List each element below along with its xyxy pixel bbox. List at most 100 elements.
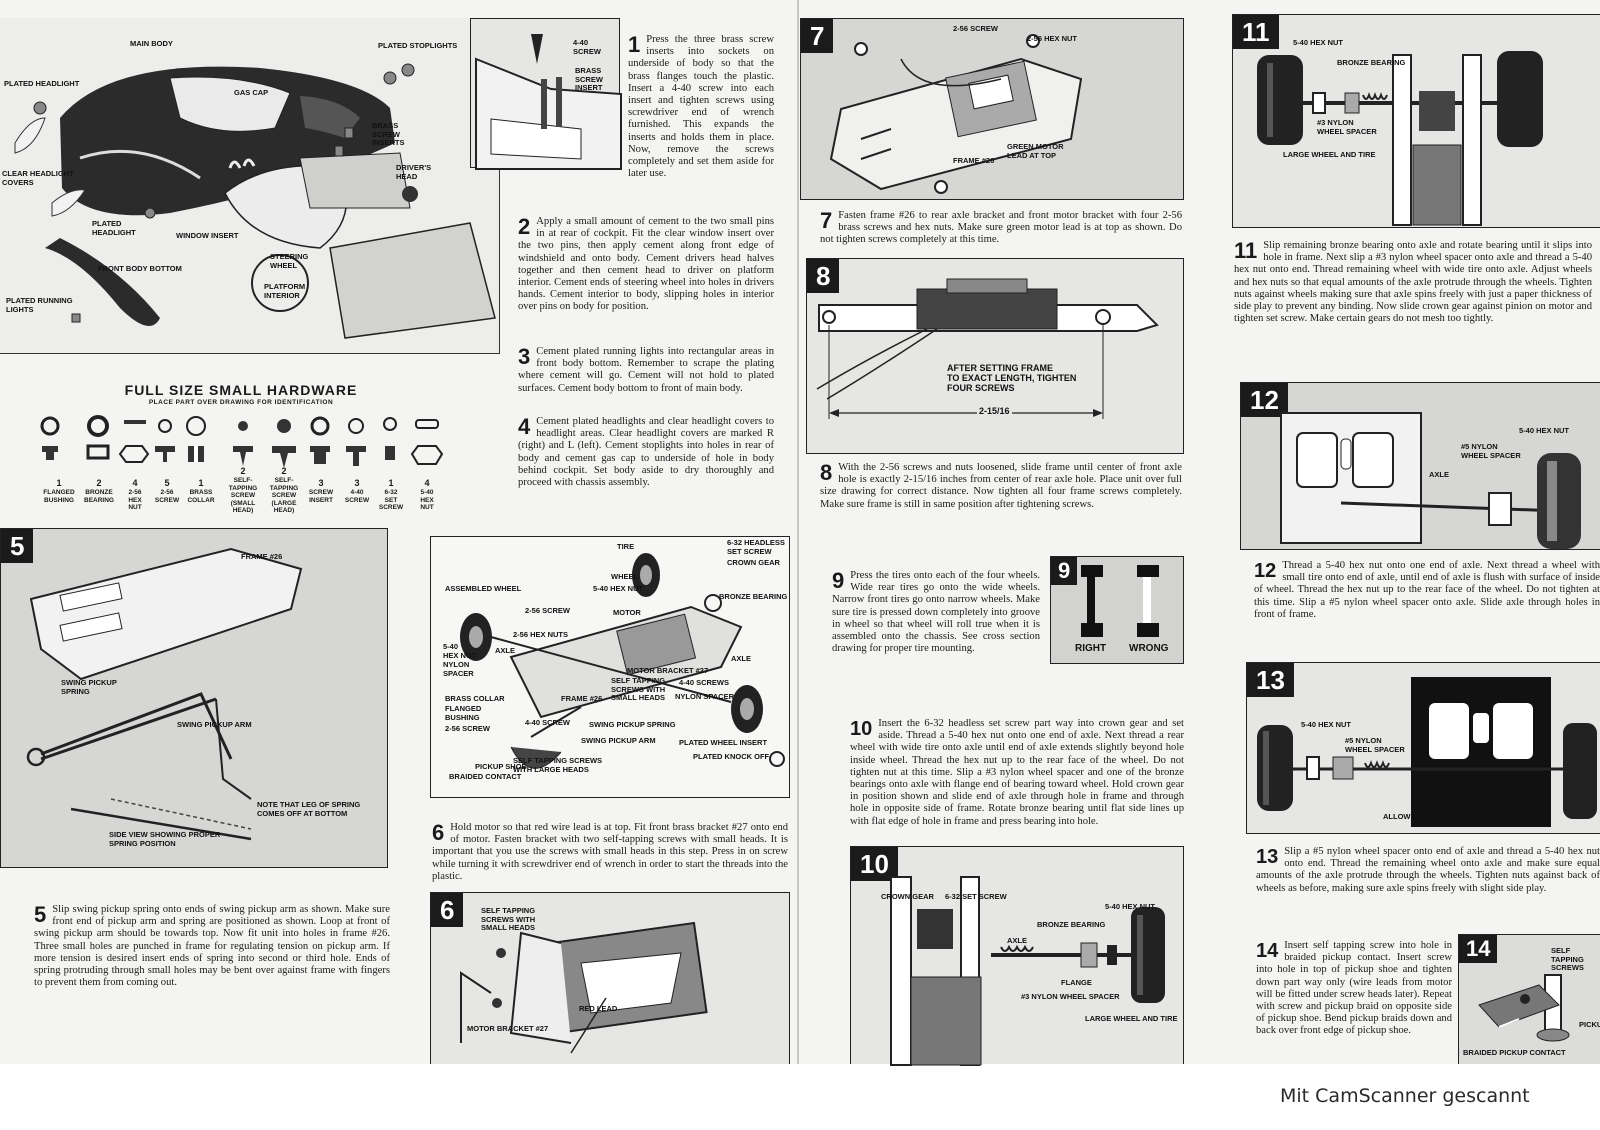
label-6-32-set-screw: 6-32 SET SCREW xyxy=(945,892,1007,901)
figure-14-badge: 14 xyxy=(1459,935,1498,963)
label-5-nylon-spacer-fig13: #5 NYLON WHEEL SPACER xyxy=(1345,736,1405,754)
figure-11-badge: 11 xyxy=(1233,15,1279,49)
body-exploded-panel: MAIN BODY PLATED STOPLIGHTS PLATED HEADL… xyxy=(0,18,500,354)
label-2-56-hex-nut-fig7: 2-56 HEX NUT xyxy=(1027,34,1078,43)
label-steering-wheel: STEERING WHEEL xyxy=(270,252,309,270)
figure-8-drawing xyxy=(816,278,1159,419)
label-2-56-screw: 2-56 SCREW xyxy=(525,606,571,615)
label-axle-2: AXLE xyxy=(731,654,752,663)
figure-5-badge: 5 xyxy=(1,529,34,563)
figure-5-panel: 5 FRAME #26 SWING PICKUP SPRING SWING PI… xyxy=(0,528,388,868)
label-large-wheel-fig10: LARGE WHEEL AND TIRE xyxy=(1085,1014,1178,1023)
chassis-assembly-panel: TIRE 6-32 HEADLESS SET SCREW WHEEL CROWN… xyxy=(430,536,790,798)
figure-10-panel: 10 CROWN GEAR 6-32 SET SCREW 5-40 HEX NU… xyxy=(850,846,1184,1066)
label-axle-fig12: AXLE xyxy=(1429,470,1450,479)
label-brass-screw-insert: BRASS SCREW INSERT xyxy=(575,66,603,92)
hardware-title: FULL SIZE SMALL HARDWARE xyxy=(124,382,358,398)
figure-9-drawing xyxy=(1081,565,1159,637)
label-crown-gear: CROWN GEAR xyxy=(727,558,780,567)
label-side-view: SIDE VIEW SHOWING PROPER SPRING POSITION xyxy=(109,830,221,848)
label-plated-stoplights: PLATED STOPLIGHTS xyxy=(378,41,458,50)
label-leg-note: NOTE THAT LEG OF SPRING COMES OFF AT BOT… xyxy=(257,800,361,818)
label-main-body: MAIN BODY xyxy=(130,39,173,48)
figure-6-drawing xyxy=(460,921,708,1054)
label-plated-headlight-2: PLATED HEADLIGHT xyxy=(92,219,136,237)
label-4-40-screw-assembly: 4-40 SCREW xyxy=(525,718,571,727)
figure-1-panel: 4-40 SCREW BRASS SCREW INSERT xyxy=(470,18,622,170)
label-2-56-hex-nuts: 2-56 HEX NUTS xyxy=(513,630,569,639)
label-swing-pickup-arm-assembly: SWING PICKUP ARM xyxy=(581,736,656,745)
figure-9-panel: 9 RIGHT WRONG xyxy=(1050,556,1184,664)
label-5-40-hex-nut-fig13: 5-40 HEX NUT xyxy=(1301,720,1352,729)
label-wrong: WRONG xyxy=(1129,643,1169,654)
fold-line xyxy=(797,0,799,1064)
figure-14-panel: 14 SELF TAPPING SCREWS PICKUP BRAIDED PI… xyxy=(1458,934,1600,1064)
figure-13-panel: 13 5-40 HEX NUT #5 NYLON WHEEL SPACER AL… xyxy=(1246,662,1600,834)
figure-10-drawing xyxy=(890,876,1165,1066)
label-pickup-shoe: PICKUP SHOE xyxy=(475,762,527,771)
label-flange: FLANGE xyxy=(1061,978,1092,987)
figure-5-drawing xyxy=(26,547,303,841)
label-motor-bracket-27-fig6: MOTOR BRACKET #27 xyxy=(467,1024,549,1033)
figure-7-drawing xyxy=(829,34,1083,194)
figure-13-badge: 13 xyxy=(1247,663,1294,697)
figure-6-panel: 6 SELF TAPPING SCREWS WITH SMALL HEADS R… xyxy=(430,892,790,1064)
label-self-tapping-small-fig6: SELF TAPPING SCREWS WITH SMALL HEADS xyxy=(481,906,536,932)
label-allow-slight-side-play: ALLOW SLIGHT SIDE PLAY xyxy=(1383,812,1482,821)
label-plated-knock-off: PLATED KNOCK OFF xyxy=(693,752,770,761)
figure-14-drawing xyxy=(1478,974,1570,1042)
body-exploded-drawing xyxy=(14,63,496,339)
figure-9-badge: 9 xyxy=(1051,557,1078,585)
figure-1-drawing xyxy=(475,34,622,170)
label-tire: TIRE xyxy=(617,542,635,551)
label-4-40-screws: 4-40 SCREWS xyxy=(679,678,730,687)
label-swing-pickup-spring-assembly: SWING PICKUP SPRING xyxy=(589,720,676,729)
label-motor-bracket-27: MOTOR BRACKET #27 xyxy=(627,666,709,675)
label-5-40-hex-nut-fig12: 5-40 HEX NUT xyxy=(1519,426,1570,435)
label-frame-26-assembly: FRAME #26 xyxy=(561,694,603,703)
label-self-tapping-small: SELF TAPPING SCREWS WITH SMALL HEADS xyxy=(611,676,666,702)
label-4-40-screw: 4-40 SCREW xyxy=(573,38,601,56)
label-assembled-wheel: ASSEMBLED WHEEL xyxy=(445,584,522,593)
label-2-56-screw-fig7: 2-56 SCREW xyxy=(953,24,999,33)
label-drivers-head: DRIVER'S HEAD xyxy=(396,163,432,181)
label-6-32-headless-set-screw: 6-32 HEADLESS SET SCREW xyxy=(727,538,785,556)
instruction-sheet: MAIN BODY PLATED STOPLIGHTS PLATED HEADL… xyxy=(0,0,1600,1066)
label-plated-headlight: PLATED HEADLIGHT xyxy=(4,79,80,88)
label-green-motor-lead: GREEN MOTOR LEAD AT TOP xyxy=(1007,142,1064,160)
label-5-40-hex-nut-fig10: 5-40 HEX NUT xyxy=(1105,902,1156,911)
label-gas-cap: GAS CAP xyxy=(234,88,269,97)
label-platform-interior: PLATFORM INTERIOR xyxy=(264,282,306,300)
label-window-insert: WINDOW INSERT xyxy=(176,231,239,240)
label-self-tapping-large: SELF TAPPING SCREWS WITH LARGE HEADS xyxy=(513,756,603,774)
figure-6-badge: 6 xyxy=(431,893,464,927)
label-2-56-screw-2: 2-56 SCREW xyxy=(445,724,491,733)
label-plated-wheel-insert: PLATED WHEEL INSERT xyxy=(679,738,768,747)
label-5-40-hex-nut-fig11: 5-40 HEX NUT xyxy=(1293,38,1344,47)
label-right: RIGHT xyxy=(1075,643,1107,654)
figure-13-drawing xyxy=(1257,677,1597,827)
label-nylon-spacer: NYLON SPACER xyxy=(443,660,474,678)
label-after-setting-frame: AFTER SETTING FRAME TO EXACT LENGTH, TIG… xyxy=(947,363,1077,393)
label-frame-26-fig7: FRAME #26 xyxy=(953,156,995,165)
label-self-tapping-fig14: SELF TAPPING SCREWS xyxy=(1551,946,1584,972)
scanner-watermark: Mit CamScanner gescannt xyxy=(1280,1085,1530,1107)
figure-12-badge: 12 xyxy=(1241,383,1288,417)
label-crown-gear-fig10: CROWN GEAR xyxy=(881,892,934,901)
figure-8-badge: 8 xyxy=(807,259,840,293)
